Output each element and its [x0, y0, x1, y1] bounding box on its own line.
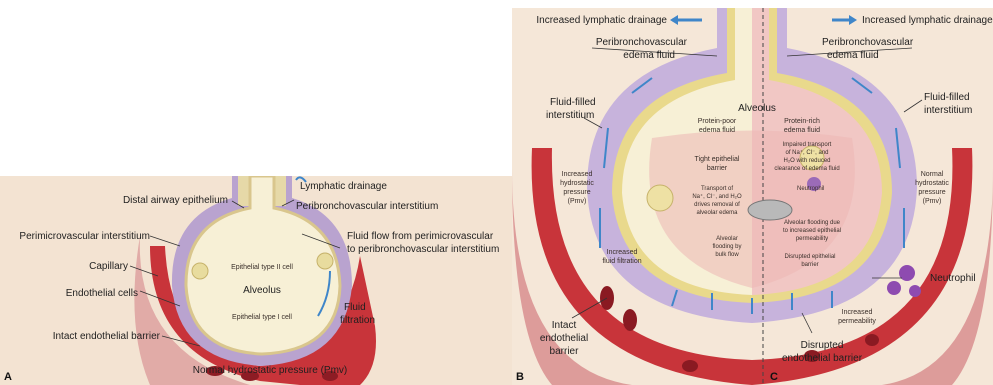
rbc-b-3	[682, 360, 698, 372]
panel-a: Lymphatic drainage Distal airway epithel…	[0, 176, 516, 385]
label-fluid-filled-right-2: interstitium	[924, 105, 972, 116]
label-intact-endothelial-2: endothelial	[540, 333, 588, 344]
label-impaired-3: H₂O with reduced	[783, 158, 830, 164]
label-endothelial-cells: Endothelial cells	[66, 288, 138, 299]
panel-b-c: Increased lymphatic drainage Increased l…	[512, 8, 993, 385]
rbc-c-2	[865, 334, 879, 346]
label-normal-hydrostatic-2: hydrostatic	[915, 180, 949, 187]
macrophage	[748, 200, 792, 220]
label-normal-hydrostatic-pressure: Normal hydrostatic pressure (Pmv)	[193, 365, 347, 376]
label-increased-permeability-1: Increased	[842, 309, 873, 316]
label-intact-endothelial-3: barrier	[550, 346, 580, 357]
label-lymphatic-drainage: Lymphatic drainage	[300, 181, 387, 192]
label-increased-hydrostatic-4: (Pmv)	[568, 198, 587, 205]
neutrophil-cell-3	[909, 285, 921, 297]
label-protein-rich-2: edema fluid	[784, 127, 820, 134]
panel-letter-b: B	[516, 371, 524, 383]
label-fluid-filled-left-2: interstitium	[546, 110, 594, 121]
label-fluid-flow-2: to peribronchovascular interstitium	[347, 244, 499, 255]
airway-epithelium-right	[274, 176, 286, 206]
panel-a-illustration: Lymphatic drainage Distal airway epithel…	[0, 176, 516, 385]
type-ii-cell-b	[647, 185, 673, 211]
label-peribronchovascular-right-1: Peribronchovascular	[822, 37, 914, 48]
label-peribronchovascular-left-2: edema fluid	[623, 50, 675, 61]
label-alveolar-flooding-perm-2: to increased epithelial	[783, 228, 841, 234]
label-increased-hydrostatic-3: pressure	[563, 189, 590, 196]
label-fluid-filled-right-1: Fluid-filled	[924, 92, 970, 103]
label-fluid-filled-left-1: Fluid-filled	[550, 97, 596, 108]
label-protein-rich-1: Protein-rich	[784, 118, 820, 125]
label-impaired-4: clearance of edema fluid	[774, 166, 839, 172]
label-impaired-2: of Na⁺, Cl⁻, and	[785, 149, 828, 156]
label-increased-filtration-2: fluid filtration	[602, 258, 641, 265]
label-disrupted-epithelial-2: barrier	[801, 262, 818, 268]
type-ii-cell-2	[317, 253, 333, 269]
label-fluid-flow-1: Fluid flow from perimicrovascular	[347, 231, 494, 242]
label-perimicrovascular-interstitium: Perimicrovascular interstitium	[19, 231, 150, 242]
label-protein-poor-2: edema fluid	[699, 127, 735, 134]
label-epithelial-type-i: Epithelial type I cell	[232, 314, 292, 321]
label-peribronchovascular-interstitium: Peribronchovascular interstitium	[296, 201, 438, 212]
label-alveolus-a: Alveolus	[243, 285, 281, 296]
label-fluid-filtration-2: filtration	[340, 315, 375, 326]
label-fluid-filtration-1: Fluid	[344, 302, 366, 313]
label-increased-filtration-1: Increased	[607, 249, 638, 256]
label-epithelial-type-ii: Epithelial type II cell	[231, 264, 293, 271]
label-transport-4: alveolar edema	[696, 210, 738, 216]
label-transport-2: Na⁺, Cl⁻, and H₂O	[692, 193, 742, 200]
label-alveolar-flooding-bulk-1: Alveolar	[716, 236, 738, 242]
panel-letter-c: C	[770, 371, 778, 383]
label-peribronchovascular-right-2: edema fluid	[827, 50, 879, 61]
label-increased-hydrostatic-2: hydrostatic	[560, 180, 594, 187]
label-tight-barrier-1: Tight epithelial	[695, 156, 740, 163]
label-transport-1: Transport of	[701, 186, 733, 192]
panel-b-c-illustration: Increased lymphatic drainage Increased l…	[512, 8, 993, 385]
label-alveolar-flooding-perm-1: Alveolar flooding due	[784, 220, 841, 226]
rbc-b-2	[623, 309, 637, 331]
type-ii-cell-1	[192, 263, 208, 279]
label-capillary: Capillary	[89, 261, 128, 272]
airway-epithelium-left	[238, 176, 250, 206]
neutrophil-cell-2	[887, 281, 901, 295]
label-disrupted-epithelial-1: Disrupted epithelial	[784, 254, 835, 260]
label-alveolus-b: Alveolus	[738, 103, 776, 114]
label-tight-barrier-2: barrier	[707, 165, 728, 172]
label-intact-endothelial-barrier: Intact endothelial barrier	[53, 331, 161, 342]
label-normal-hydrostatic-1: Normal	[921, 171, 944, 178]
label-alveolar-flooding-bulk-2: flooding by	[712, 244, 741, 250]
label-disrupted-endothelial-2: endothelial barrier	[782, 353, 863, 364]
neutrophil-cell-1	[899, 265, 915, 281]
label-neutrophil-small: Neutrophil	[797, 186, 824, 192]
label-increased-lymphatic-right: Increased lymphatic drainage	[862, 15, 993, 26]
label-increased-lymphatic-left: Increased lymphatic drainage	[536, 15, 667, 26]
label-disrupted-endothelial-1: Disrupted	[801, 340, 844, 351]
label-alveolar-flooding-perm-3: permeability	[796, 236, 828, 242]
label-increased-hydrostatic-1: Increased	[562, 171, 593, 178]
label-intact-endothelial-1: Intact	[552, 320, 577, 331]
label-peribronchovascular-left-1: Peribronchovascular	[596, 37, 688, 48]
label-protein-poor-1: Protein-poor	[698, 118, 737, 125]
label-impaired-1: Impaired transport	[783, 142, 832, 148]
label-alveolar-flooding-bulk-3: bulk flow	[715, 252, 739, 258]
label-transport-3: drives removal of	[694, 202, 740, 208]
label-normal-hydrostatic-4: (Pmv)	[923, 198, 942, 205]
label-normal-hydrostatic-3: pressure	[918, 189, 945, 196]
panel-letter-a: A	[4, 371, 12, 383]
label-neutrophil: Neutrophil	[930, 273, 976, 284]
label-increased-permeability-2: permeability	[838, 318, 876, 325]
label-distal-airway-epithelium: Distal airway epithelium	[123, 195, 228, 206]
